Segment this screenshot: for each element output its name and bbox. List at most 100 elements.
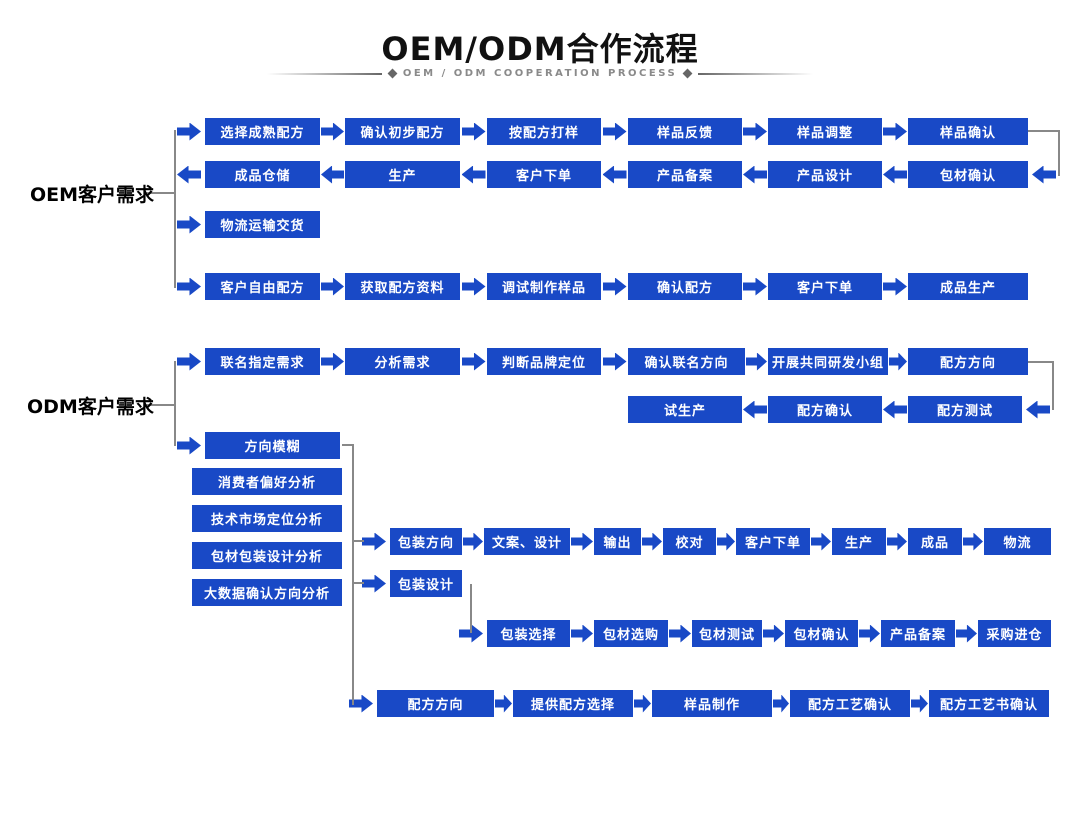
flow-box: 判断品牌定位 [487,348,601,375]
flow-arrow-right-icon [763,624,784,643]
flow-arrow-right-icon [177,277,201,296]
flow-box: 样品调整 [768,118,882,145]
packaging-direction-stub [352,540,364,542]
flow-box: 产品设计 [768,161,882,188]
flow-box: 校对 [663,528,716,555]
flow-box: 配方工艺确认 [790,690,910,717]
flow-box: 按配方打样 [487,118,601,145]
flow-arrow-right-icon [362,574,386,593]
flow-box: 包装方向 [390,528,462,555]
flow-arrow-right-icon [883,277,907,296]
flow-arrow-right-icon [956,624,977,643]
flow-box: 消费者偏好分析 [192,468,342,495]
flow-arrow-right-icon [177,436,201,455]
decor-line-left [266,72,382,75]
flow-box: 客户自由配方 [205,273,320,300]
flow-arrow-right-icon [773,694,789,713]
oem-return-line-h [1028,130,1060,132]
flow-box: 包材确认 [785,620,858,647]
flow-arrow-right-icon [461,122,486,141]
flow-box: 物流运输交货 [205,211,320,238]
flow-box: 调试制作样品 [487,273,601,300]
flow-arrow-right-icon [321,122,344,141]
flow-arrow-right-icon [177,215,201,234]
flow-arrow-right-icon [811,532,831,551]
flow-arrow-right-icon [642,532,662,551]
flow-box: 联名指定需求 [205,348,320,375]
flow-box: 确认配方 [628,273,742,300]
flow-arrow-left-icon [743,400,767,419]
flow-arrow-right-icon [321,352,344,371]
flow-arrow-right-icon [743,122,767,141]
flow-arrow-left-icon [461,165,486,184]
flow-box: 技术市场定位分析 [192,505,342,532]
flow-box: 获取配方资料 [345,273,460,300]
flow-box: 开展共同研发小组 [768,348,888,375]
odm-label-connector [146,404,174,406]
flow-box: 配方方向 [377,690,494,717]
oem-section-label: OEM客户需求 [30,184,155,206]
flow-box: 配方测试 [908,396,1022,423]
flow-box: 方向模糊 [205,432,340,459]
flow-arrow-right-icon [495,694,512,713]
decor-line-right [698,72,814,75]
page-subtitle: OEM / ODM COOPERATION PROCESS [402,68,678,79]
flow-box: 物流 [984,528,1051,555]
flow-box: 大数据确认方向分析 [192,579,342,606]
flow-box: 提供配方选择 [513,690,633,717]
analysis-branch-stub [342,444,352,446]
flow-box: 包装选择 [487,620,570,647]
flow-arrow-left-icon [602,165,627,184]
flow-arrow-right-icon [602,122,627,141]
flow-box: 客户下单 [487,161,601,188]
oem-branch-line [174,130,176,288]
flow-arrow-right-icon [463,532,483,551]
flow-box: 试生产 [628,396,742,423]
flow-box: 样品确认 [908,118,1028,145]
flow-box: 包材确认 [908,161,1028,188]
flow-box: 生产 [345,161,460,188]
flow-box: 选择成熟配方 [205,118,320,145]
flow-arrow-right-icon [461,277,486,296]
page-title: OEM/ODM合作流程 [381,30,699,68]
flow-arrow-left-icon [883,400,907,419]
flow-box: 样品反馈 [628,118,742,145]
flow-arrow-left-icon [177,165,201,184]
flow-arrow-right-icon [177,352,201,371]
flow-box: 配方方向 [908,348,1028,375]
flow-arrow-right-icon [321,277,344,296]
flow-arrow-right-icon [177,122,201,141]
flow-arrow-left-icon [1032,165,1056,184]
flow-arrow-right-icon [634,694,651,713]
flow-arrow-right-icon [602,277,627,296]
flow-box: 样品制作 [652,690,772,717]
flow-arrow-right-icon [717,532,735,551]
flow-box: 产品备案 [881,620,955,647]
flow-box: 配方工艺书确认 [929,690,1049,717]
flow-arrow-right-icon [859,624,880,643]
flow-box: 包材测试 [692,620,762,647]
flow-box: 成品仓储 [205,161,320,188]
flow-arrow-left-icon [883,165,907,184]
odm-return-line-h [1028,361,1054,363]
subtitle-row: OEM / ODM COOPERATION PROCESS [0,68,1080,79]
flow-box: 包装设计 [390,570,462,597]
flow-box: 输出 [594,528,641,555]
flow-arrow-right-icon [911,694,928,713]
flow-arrow-left-icon [743,165,767,184]
flow-arrow-right-icon [461,352,486,371]
oem-return-line-v [1058,130,1060,176]
packaging-design-stub [352,582,364,584]
odm-return-line-v [1052,361,1054,410]
oem-label-connector [146,192,174,194]
flow-arrow-right-icon [746,352,767,371]
flow-box: 客户下单 [736,528,810,555]
flow-arrow-right-icon [883,122,907,141]
flow-arrow-right-icon [963,532,983,551]
flow-arrow-right-icon [669,624,691,643]
flow-box: 文案、设计 [484,528,570,555]
flow-box: 确认联名方向 [628,348,745,375]
flow-box: 确认初步配方 [345,118,460,145]
